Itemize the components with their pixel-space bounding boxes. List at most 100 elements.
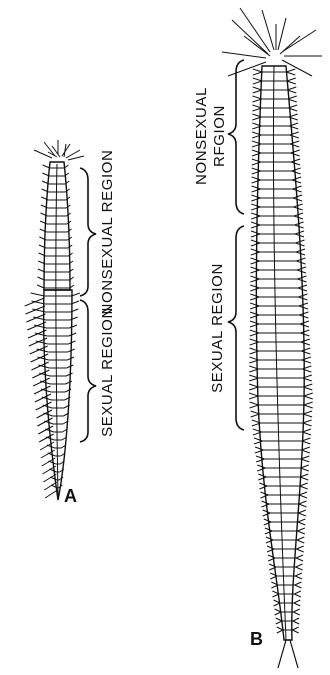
worm-b-bristle <box>297 537 304 540</box>
worm-b-bristle <box>254 438 262 441</box>
worm-b-bristle <box>300 483 308 486</box>
worm-a-nonsexual-brace <box>80 168 96 296</box>
worm-a-bristle <box>33 378 50 386</box>
worm-b-bristle <box>291 153 300 156</box>
worm-b-bristle <box>256 456 264 459</box>
worm-b-bristle <box>250 324 259 327</box>
worm-b-bristle <box>250 405 259 408</box>
worm-b-bristle <box>250 279 259 282</box>
worm-a-bristle <box>50 477 57 480</box>
worm-b-bristle <box>264 522 271 525</box>
worm-b-bristle <box>292 168 301 171</box>
worm-b-bristle <box>290 141 299 144</box>
worm-a-bristle <box>66 373 72 376</box>
worm-b-bristle <box>249 384 258 387</box>
worm-a-bristle <box>36 402 52 410</box>
worm-a-midline <box>56 164 58 496</box>
worm-b-bristle <box>250 297 259 300</box>
worm-b-bristle <box>293 627 299 630</box>
worm-b-bristle <box>298 510 306 513</box>
worm-b-bristle <box>300 321 309 324</box>
worm-b-bristle <box>295 576 302 579</box>
worm-b-bristle <box>301 342 310 345</box>
worm-b-bristle <box>289 126 298 129</box>
worm-a-bristle <box>37 410 52 418</box>
worm-b-bristle <box>299 492 307 495</box>
worm-b-bristle <box>301 351 310 354</box>
worm-a-bristle <box>49 469 56 472</box>
worm-a-bristle <box>34 386 50 394</box>
worm-b-bristle <box>294 603 300 606</box>
worm-a-letter: A <box>64 486 77 506</box>
worm-b-bristle <box>297 531 304 534</box>
worm-b-bristle <box>260 495 268 498</box>
worm-a-bristle <box>31 293 45 296</box>
worm-b-bristle <box>252 186 261 189</box>
worm-b-bristle <box>250 315 259 318</box>
worm-b-bristle <box>303 423 312 426</box>
worm-b-bristle <box>293 618 299 621</box>
worm-b-bristle <box>265 531 272 534</box>
worm-b-bristle <box>296 567 303 570</box>
worm-b-bristle <box>296 558 303 561</box>
worm-b-bristle <box>303 420 312 423</box>
worm-a-sexual-label: SEXUAL REGION <box>99 307 116 437</box>
worm-b-bristle <box>250 306 259 309</box>
worm-b-bristle <box>302 441 310 444</box>
worm-b-bristle <box>251 195 260 198</box>
worm-b-bristle <box>291 159 300 162</box>
worm-b-bristle <box>250 276 259 279</box>
worm-b-bristle <box>255 447 263 450</box>
worm-b-nonsexual-label-line1: NONSEXUAL <box>193 87 210 185</box>
worm-b-bristle <box>302 432 311 435</box>
worm-b-bristle <box>258 477 266 480</box>
worm-a-bristle <box>35 394 51 402</box>
worm-b-nonsexual-label-line2: RFGION <box>211 105 228 167</box>
worm-b-bristle <box>251 234 260 237</box>
worm-b-bristle <box>251 267 260 270</box>
worm-b-bristle <box>249 393 258 396</box>
worm-a-sexual-brace <box>80 300 96 442</box>
worm-b-bristle <box>299 504 307 507</box>
worm-b-bristle <box>262 504 270 507</box>
worm-b-bristle <box>302 360 311 363</box>
worm-b-bristle <box>251 204 260 207</box>
worm-b-bristle <box>253 81 262 84</box>
worm-b-bristle <box>295 582 302 585</box>
worm-a-bristle <box>72 293 80 296</box>
worm-a-bristle <box>43 165 50 168</box>
worm-b-bristle <box>304 405 313 408</box>
worm-a-bristle <box>69 325 77 328</box>
worm-b-bristle <box>251 249 260 252</box>
worm-b-bristle <box>250 288 259 291</box>
worm-a-bristle <box>69 333 76 336</box>
worm-b-bristle <box>251 270 260 273</box>
worm-b-bristle <box>290 144 299 147</box>
worm-b-bristle <box>293 195 302 198</box>
worm-b-bristle <box>295 585 302 588</box>
worm-b-bristle <box>252 162 261 165</box>
worm-b-bristle <box>251 222 260 225</box>
worm-b-bristle <box>258 474 266 477</box>
worm-b-nonsexual-brace <box>228 60 244 214</box>
worm-b-bristle <box>250 294 259 297</box>
worm-b-bristle <box>250 303 259 306</box>
worm-b-bristle <box>251 207 260 210</box>
worm-a: NONSEXUAL REGION SEXUAL REGION A <box>25 140 116 506</box>
worm-b-sexual-brace <box>228 226 244 430</box>
worm-b-bristle <box>263 513 271 516</box>
worm-b-bristle <box>251 225 260 228</box>
worm-b-bristle <box>298 519 305 522</box>
worm-a-tentacles <box>34 140 84 160</box>
worm-b-bristle <box>250 330 259 333</box>
worm-b-bristle <box>249 387 258 390</box>
worm-b-bristle <box>264 519 271 522</box>
worm-a-bristle <box>37 418 52 426</box>
worm-b-bristle <box>252 189 261 192</box>
worm-b-bristle <box>300 486 308 489</box>
worm-b-bristle <box>297 540 304 543</box>
worm-b-bristle <box>251 252 260 255</box>
worm-b-bristle <box>251 216 260 219</box>
worm-b-bristle <box>251 240 260 243</box>
worm-b-bristle <box>293 609 299 612</box>
